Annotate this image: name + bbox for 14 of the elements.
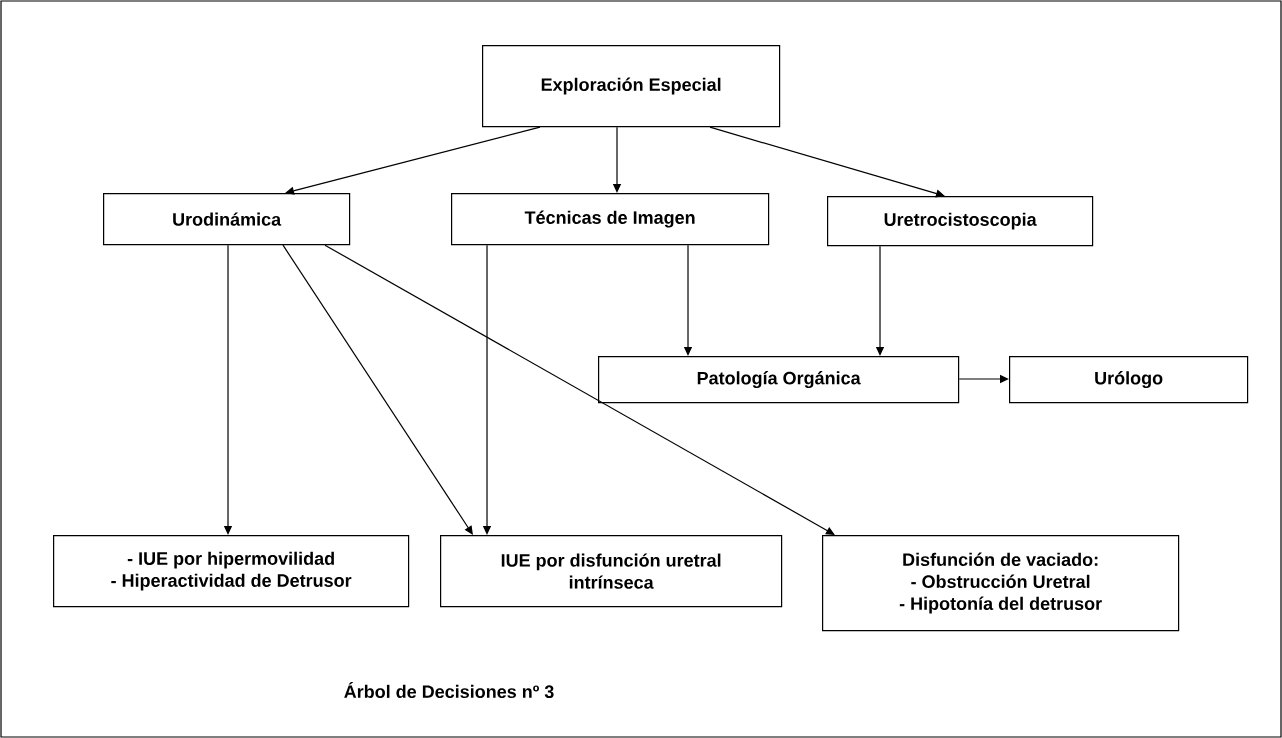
flow-box: Uretrocistoscopia xyxy=(827,196,1094,247)
arrow xyxy=(709,126,945,198)
flow-box: - IUE por hipermovilidad - Hiperactividad de Detrusor xyxy=(53,535,410,608)
flow-box: Técnicas de Imagen xyxy=(451,193,770,246)
arrow xyxy=(324,244,835,535)
arrow xyxy=(285,126,541,195)
flow-box: IUE por disfunción uretral intrínseca xyxy=(440,535,783,608)
caption: Árbol de Decisiones nº 3 xyxy=(344,681,554,699)
flow-box: Exploración Especial xyxy=(482,45,781,128)
arrow xyxy=(282,244,473,535)
flow-box: Patología Orgánica xyxy=(598,356,960,404)
flow-box: Disfunción de vaciado: - Obstrucción Uretral - Hipotonía del detrusor xyxy=(822,535,1180,632)
flow-box: Urodinámica xyxy=(103,193,351,246)
flow-box: Urólogo xyxy=(1009,356,1249,404)
